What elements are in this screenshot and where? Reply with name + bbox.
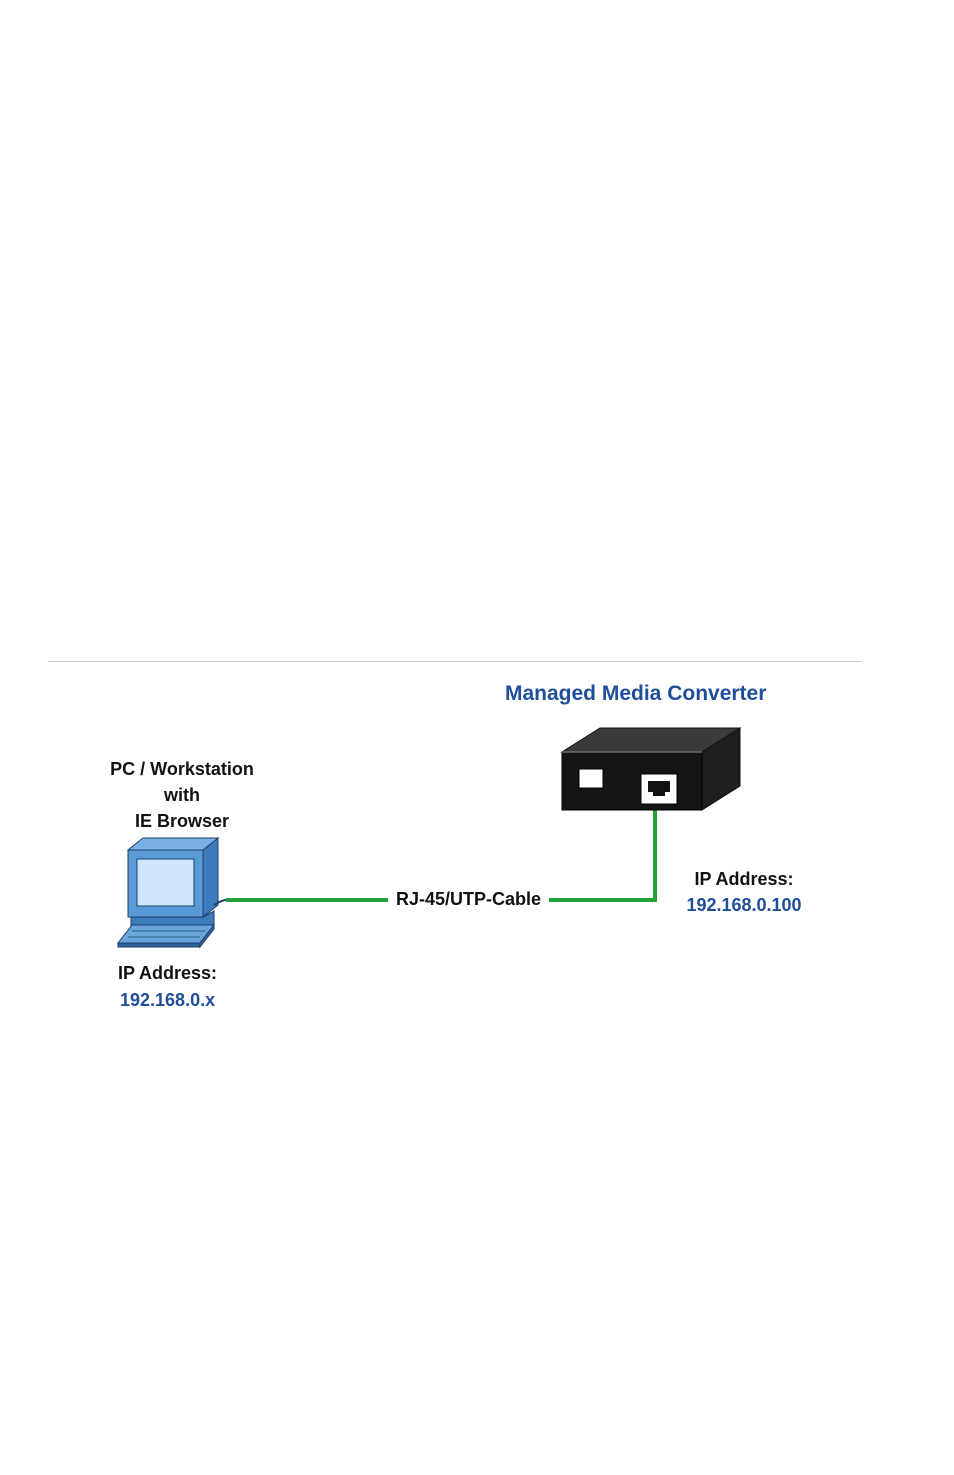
computer-icon (116, 836, 227, 949)
pc-label-line1: PC / Workstation (110, 759, 254, 779)
converter-ip-label: IP Address: (694, 869, 794, 889)
pc-ip-value: 192.168.0.x (120, 990, 216, 1010)
pc-label-line2: with (164, 785, 200, 805)
divider-line (48, 661, 861, 662)
converter-ip-value: 192.168.0.100 (686, 895, 802, 915)
utp-cable (226, 808, 657, 902)
cable-label: RJ-45/UTP-Cable (388, 889, 550, 910)
pc-ip-label: IP Address: (118, 963, 218, 983)
media-converter-icon (560, 727, 742, 811)
pc-label-line3: IE Browser (134, 811, 230, 831)
diagram-title: Managed Media Converter (505, 682, 767, 705)
